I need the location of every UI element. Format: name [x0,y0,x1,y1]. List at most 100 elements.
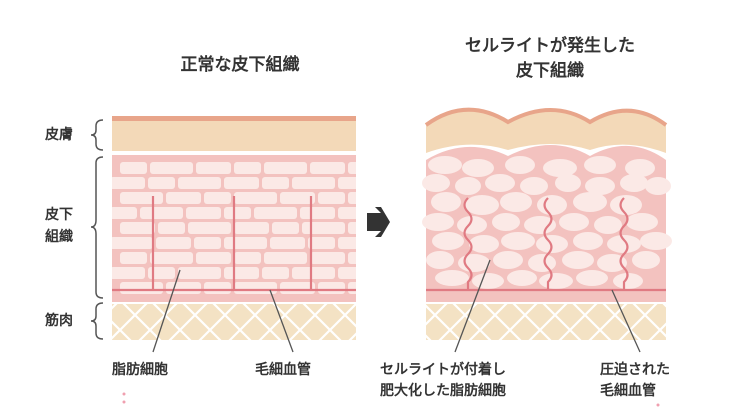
fat-cell [120,192,163,204]
enlarged-fat-cell [597,254,627,272]
fat-cell [262,177,289,189]
compressed-capillary-leader [611,289,641,353]
enlarged-fat-cell [455,177,481,195]
fat-cell [112,177,145,189]
fat-cell [310,162,345,174]
enlarged-fat-cell [555,174,581,192]
enlarged-fat-cell [573,192,607,212]
enlarged-fat-cell [559,213,589,231]
subcutaneous-label-line2: 組織 [45,229,73,245]
subcutaneous-label: 皮下 組織 [45,204,73,248]
capillary-vessel-wavy [543,197,553,290]
fat-cell [318,192,345,204]
fat-cell [196,162,231,174]
fat-cell [292,177,335,189]
enlarged-fat-cell [625,159,655,177]
fat-cell [148,177,175,189]
skin-layer-wavy [426,109,666,153]
fat-cell [348,192,356,204]
enlarged-fat-cell [607,235,641,253]
leader-lines [152,259,641,353]
skin-top-line [112,116,356,121]
enlarged-fat-cell [485,174,515,192]
enlarged-fat-cell [500,192,532,212]
enlarged-fat-cell [493,251,523,269]
capillary-caption: 毛細血管 [255,362,311,378]
fat-cell [120,162,147,174]
enlarged-fat-caption-line1: セルライトが付着し [380,362,506,378]
enlarged-fat-caption-line2: 肥大化した脂肪細胞 [380,383,506,399]
fat-cell [338,177,356,189]
fat-cell [224,177,259,189]
fat-cell [156,237,191,249]
fat-cell [310,252,345,264]
capillaries [112,196,356,292]
fat-cell [224,207,251,219]
fat-cell [166,282,201,294]
fat-cell [150,162,193,174]
fat-cell [166,192,201,204]
compressed-capillaries [426,197,666,292]
fat-cell [178,177,221,189]
fat-cell [264,252,307,264]
fat-cell [196,252,231,264]
fat-cell [234,252,261,264]
fat-cell [150,252,193,264]
compressed-capillary-caption-line2: 毛細血管 [600,383,656,399]
enlarged-fat-cell [539,273,573,289]
muscle-bracket [90,302,104,340]
transition-arrow-icon [367,207,390,237]
fat-cell [204,282,231,294]
normal-tissue-title: 正常な皮下組織 [180,55,300,75]
enlarged-fat-cell [613,273,643,289]
enlarged-fat-cell [537,195,567,215]
enlarged-fat-cell [428,156,462,174]
enlarged-fat-cell [562,251,594,269]
enlarged-fat-cell [422,174,450,192]
fat-cell [262,267,289,279]
fat-cell [186,207,221,219]
fat-cell [112,237,153,249]
enlarged-fat-caption: セルライトが付着し 肥大化した脂肪細胞 [380,360,506,402]
enlarged-fat-cell [645,177,671,195]
fat-cell [194,237,221,249]
enlarged-fat-cell [632,251,660,269]
muscle-layer [112,304,356,340]
fat-cell [234,162,261,174]
enlarged-fat-cell [458,254,490,272]
enlarged-fat-cell [469,235,499,253]
fat-cell [234,222,269,234]
enlarged-fat-cell [432,232,464,250]
enlarged-fat-cell [435,270,469,286]
fat-cell [338,207,356,219]
fat-cell [120,282,163,294]
fat-cell [348,282,356,294]
enlarged-fat-cells [422,156,672,289]
fat-cell [308,237,335,249]
enlarged-fat-cell [640,232,672,250]
enlarged-fat-cell [610,195,642,215]
fat-cell-leader [152,269,181,353]
enlarged-fat-cell [465,195,499,215]
enlarged-fat-cell [620,174,648,192]
fat-cell [234,192,277,204]
fat-cell [318,282,345,294]
fat-cell [338,237,356,249]
fat-cell [158,222,185,234]
fat-cell [300,207,335,219]
capillary-leader [269,289,294,353]
enlarged-fat-cell [501,232,535,250]
enlarged-fat-cell [543,159,577,177]
fat-cell [148,267,175,279]
skin-top-line [424,107,668,127]
fat-cell [254,207,297,219]
fat-cell [178,267,221,279]
fat-cell [112,207,137,219]
fat-cell [338,267,356,279]
compressed-capillary-caption: 圧迫された 毛細血管 [600,360,670,402]
decorative-dots [122,392,660,407]
skin-bracket [90,119,104,151]
cellulite-title-line2: 皮下組織 [516,61,584,81]
fat-cell [120,222,155,234]
